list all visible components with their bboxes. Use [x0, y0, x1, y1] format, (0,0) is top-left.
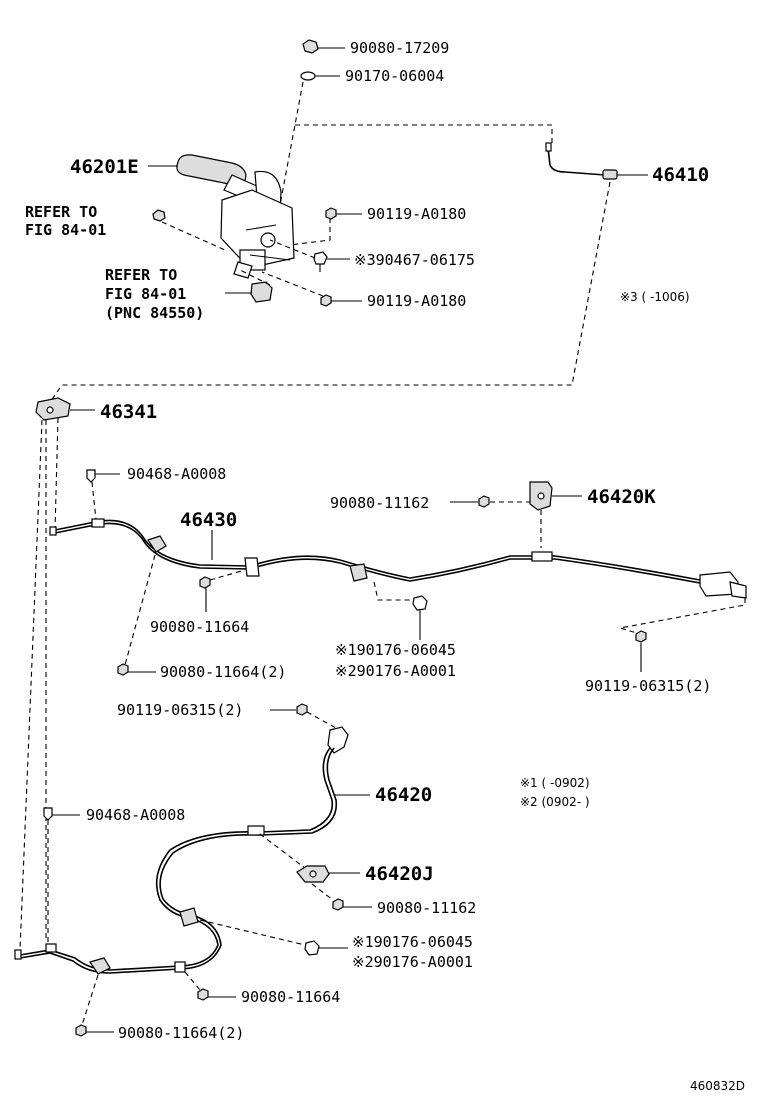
- cable-46420: [14, 726, 349, 975]
- label-46201E: 46201E: [70, 156, 139, 178]
- clip-90467-06175: [313, 251, 328, 272]
- refer2-line1: REFER TO: [105, 266, 177, 284]
- label-90119-06315-2-b: 90119-06315(2): [585, 677, 711, 695]
- parking-brake-lever: [176, 154, 295, 279]
- bolt-90080-11664-2-b: [75, 1024, 87, 1037]
- equalizer-46341: [35, 397, 71, 421]
- label-90468-A0008-a: 90468-A0008: [127, 465, 226, 483]
- label-46420: 46420: [375, 784, 432, 806]
- label-46341: 46341: [100, 401, 157, 423]
- note-3: ※3 ( -1006): [620, 290, 690, 304]
- label-46420K: 46420K: [587, 486, 656, 508]
- label-90080-11664-b: 90080-11664: [241, 988, 340, 1006]
- bolt-90080-11664-a: [199, 576, 211, 589]
- label-90080-11664-2-b: 90080-11664(2): [118, 1024, 244, 1042]
- bolt-90080-11664-2-a: [117, 663, 129, 676]
- label-90176-06045-b: ※190176-06045: [352, 933, 473, 951]
- refer2-line3: (PNC 84550): [105, 304, 204, 322]
- clip-90468-A0008-a: [86, 469, 96, 483]
- nut-90080-17209: [302, 39, 319, 54]
- clip-90176-06045-b: [304, 940, 320, 956]
- label-90468-A0008-b: 90468-A0008: [86, 806, 185, 824]
- note-1: ※1 ( -0902): [520, 776, 590, 790]
- bracket-refer2: [250, 281, 273, 303]
- label-90119-A0180-a: 90119-A0180: [367, 205, 466, 223]
- bolt-90119-06315-a: [296, 703, 308, 716]
- washer-90170-06004: [300, 71, 316, 81]
- label-90176-A0001-a: ※290176-A0001: [335, 662, 456, 680]
- label-90080-11664-2-a: 90080-11664(2): [160, 663, 286, 681]
- refer1-line1: REFER TO: [25, 203, 97, 221]
- figure-code: 460832D: [690, 1079, 745, 1093]
- label-90176-06045-a: ※190176-06045: [335, 641, 456, 659]
- clip-90176-06045-a: [412, 595, 428, 611]
- label-90467-06175: ※390467-06175: [354, 251, 475, 269]
- label-46430: 46430: [180, 509, 237, 531]
- cable-46410: [545, 142, 618, 180]
- label-90170-06004: 90170-06004: [345, 67, 444, 85]
- bolt-90119-06315-b: [635, 630, 647, 643]
- label-90080-17209: 90080-17209: [350, 39, 449, 57]
- refer1-line2: FIG 84-01: [25, 221, 106, 239]
- bracket-46420K: [529, 481, 553, 511]
- label-90080-11162-b: 90080-11162: [377, 899, 476, 917]
- bolt-refer1: [152, 209, 166, 222]
- bolt-90080-11162-b: [332, 898, 344, 911]
- label-90080-11162-a: 90080-11162: [330, 494, 429, 512]
- bolt-90080-11162-a: [478, 495, 490, 508]
- label-46410: 46410: [652, 164, 709, 186]
- bolt-90119-A0180-a: [325, 207, 337, 220]
- label-90176-A0001-b: ※290176-A0001: [352, 953, 473, 971]
- note-2: ※2 (0902- ): [520, 795, 590, 809]
- clip-90468-A0008-b: [43, 807, 53, 821]
- label-90119-A0180-b: 90119-A0180: [367, 292, 466, 310]
- cable-46430: [49, 518, 747, 599]
- refer2-line2: FIG 84-01: [105, 285, 186, 303]
- bolt-90080-11664-b: [197, 988, 209, 1001]
- bolt-90119-A0180-b: [320, 294, 332, 307]
- label-90080-11664-a: 90080-11664: [150, 618, 249, 636]
- label-90119-06315-2-a: 90119-06315(2): [117, 701, 243, 719]
- bracket-46420J: [296, 865, 330, 883]
- label-46420J: 46420J: [365, 863, 434, 885]
